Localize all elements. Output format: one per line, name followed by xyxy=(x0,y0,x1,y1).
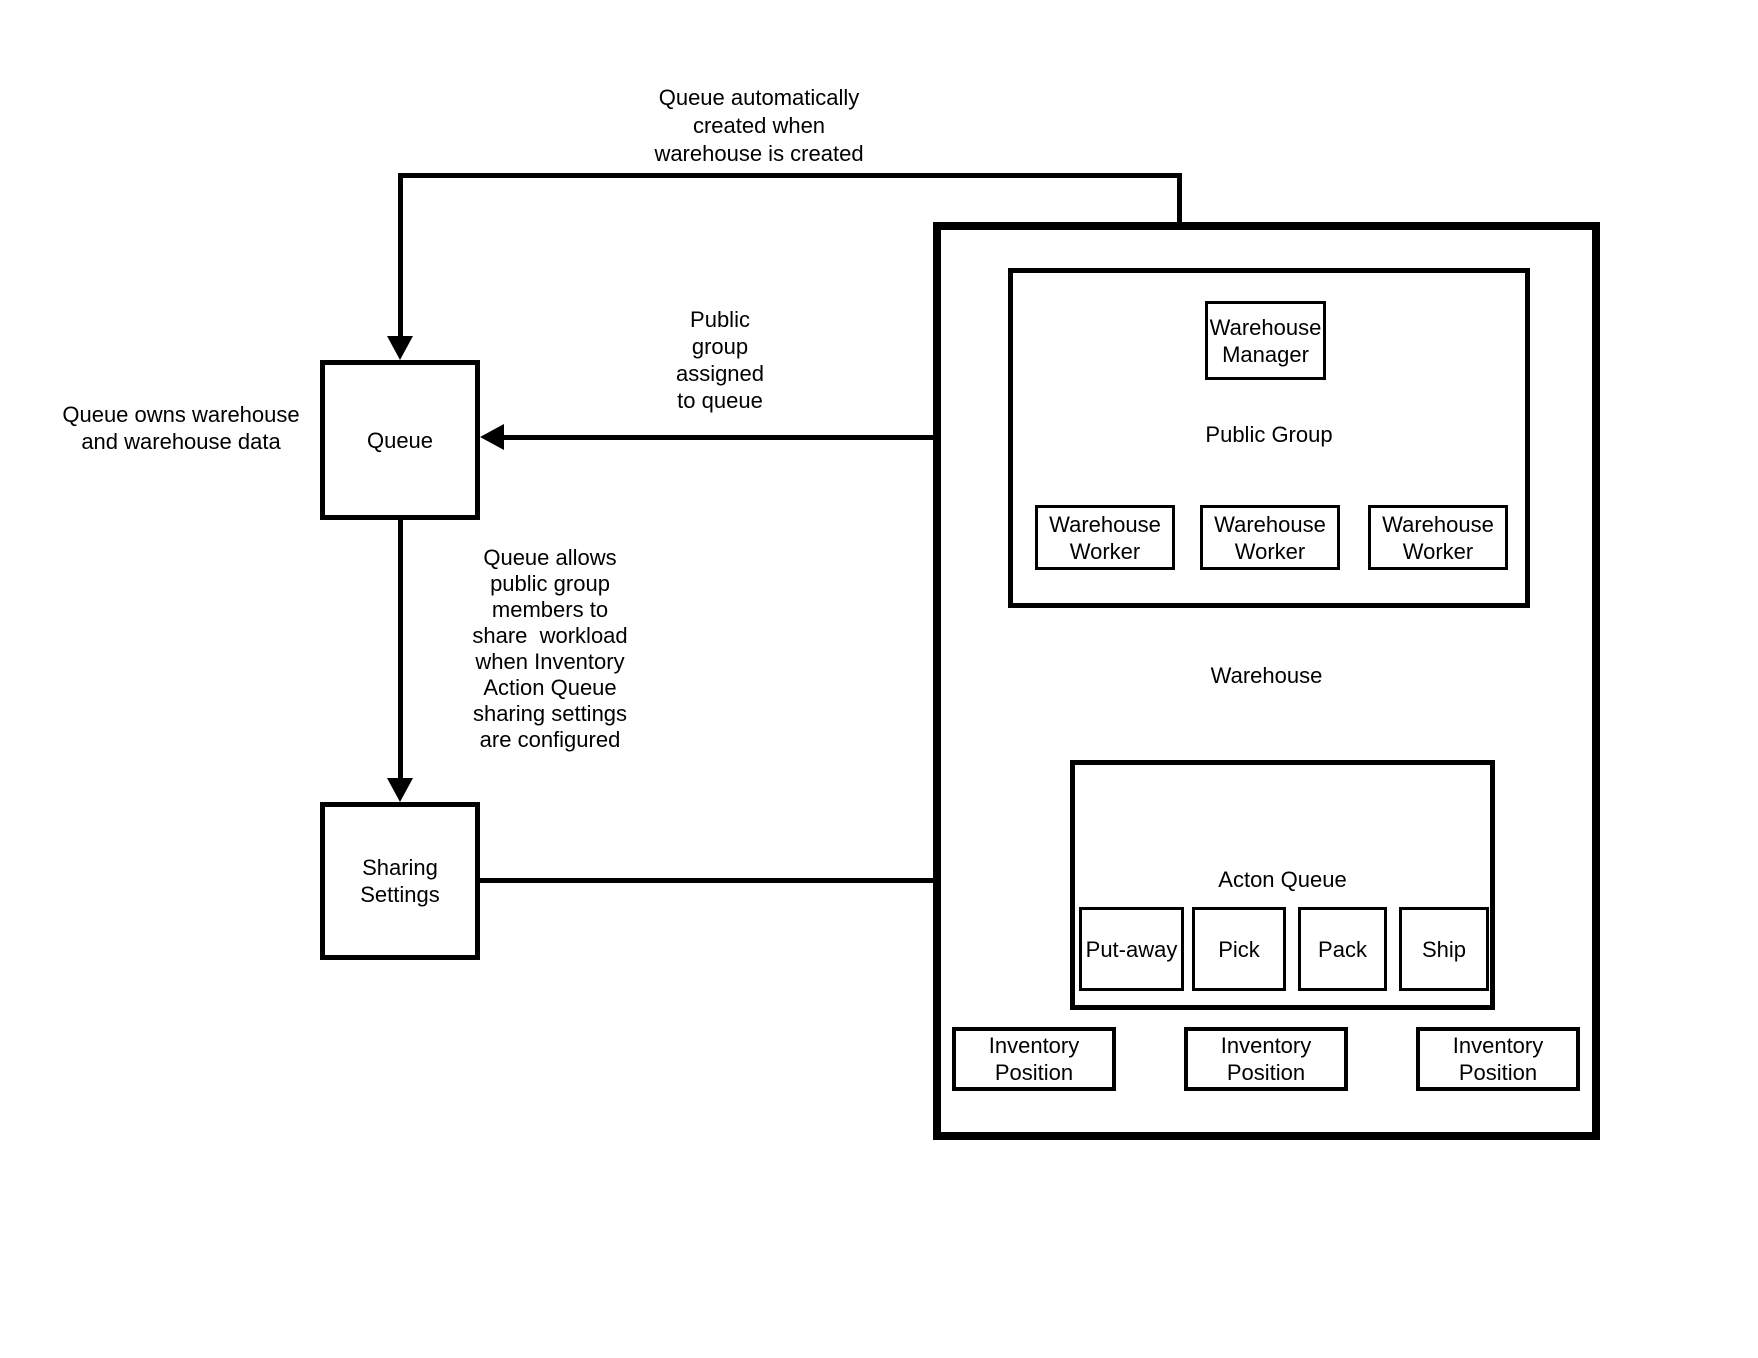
warehouse-worker-label: Warehouse Worker xyxy=(1214,511,1326,564)
action-node-ship: Ship xyxy=(1399,907,1489,991)
inventory-position-node-3: Inventory Position xyxy=(1416,1027,1580,1091)
note-queue-auto-created: Queue automatically created when warehou… xyxy=(654,85,864,166)
note-public-group-assigned: Public group assigned to queue xyxy=(675,307,765,413)
arrowhead-into-sharing-settings-icon xyxy=(387,778,413,802)
queue-node-label: Queue xyxy=(366,427,434,453)
connector-sharing-settings-to-acton-queue xyxy=(480,878,1048,883)
connector-warehouse-to-queue-vertical-left xyxy=(398,173,403,338)
connector-warehouse-to-queue-vertical-right xyxy=(1177,173,1182,228)
acton-queue-container-label: Acton Queue xyxy=(1218,867,1347,892)
warehouse-worker-label: Warehouse Worker xyxy=(1049,511,1161,564)
action-pick-label: Pick xyxy=(1218,936,1260,962)
action-put-away-label: Put-away xyxy=(1085,936,1178,962)
inventory-position-node-1: Inventory Position xyxy=(952,1027,1116,1091)
connector-queue-to-sharing-settings xyxy=(398,520,403,778)
inventory-position-label: Inventory Position xyxy=(1220,1033,1312,1085)
warehouse-manager-node: Warehouse Manager xyxy=(1205,301,1326,380)
warehouse-manager-label: Warehouse Manager xyxy=(1209,314,1322,367)
action-node-put-away: Put-away xyxy=(1079,907,1184,991)
warehouse-container-label: Warehouse xyxy=(1210,663,1323,688)
warehouse-worker-node-2: Warehouse Worker xyxy=(1200,505,1340,570)
warehouse-worker-node-1: Warehouse Worker xyxy=(1035,505,1175,570)
connector-publicgroup-to-queue xyxy=(500,435,1008,440)
inventory-position-label: Inventory Position xyxy=(1452,1033,1544,1085)
inventory-position-node-2: Inventory Position xyxy=(1184,1027,1348,1091)
inventory-position-label: Inventory Position xyxy=(988,1033,1080,1085)
warehouse-worker-label: Warehouse Worker xyxy=(1382,511,1494,564)
action-node-pick: Pick xyxy=(1192,907,1286,991)
sharing-settings-node-label: Sharing Settings xyxy=(360,855,440,907)
sharing-settings-node: Sharing Settings xyxy=(320,802,480,960)
action-node-pack: Pack xyxy=(1298,907,1387,991)
note-queue-owns-warehouse: Queue owns warehouse and warehouse data xyxy=(62,402,300,454)
arrowhead-into-queue-top-icon xyxy=(387,336,413,360)
queue-node: Queue xyxy=(320,360,480,520)
arrowhead-into-queue-right-icon xyxy=(480,424,504,450)
action-ship-label: Ship xyxy=(1421,936,1467,962)
connector-warehouse-to-queue-horizontal xyxy=(398,173,1182,178)
note-queue-allows-sharing: Queue allows public group members to sha… xyxy=(472,545,628,752)
public-group-container-label: Public Group xyxy=(1205,422,1333,447)
warehouse-worker-node-3: Warehouse Worker xyxy=(1368,505,1508,570)
action-pack-label: Pack xyxy=(1318,936,1367,962)
